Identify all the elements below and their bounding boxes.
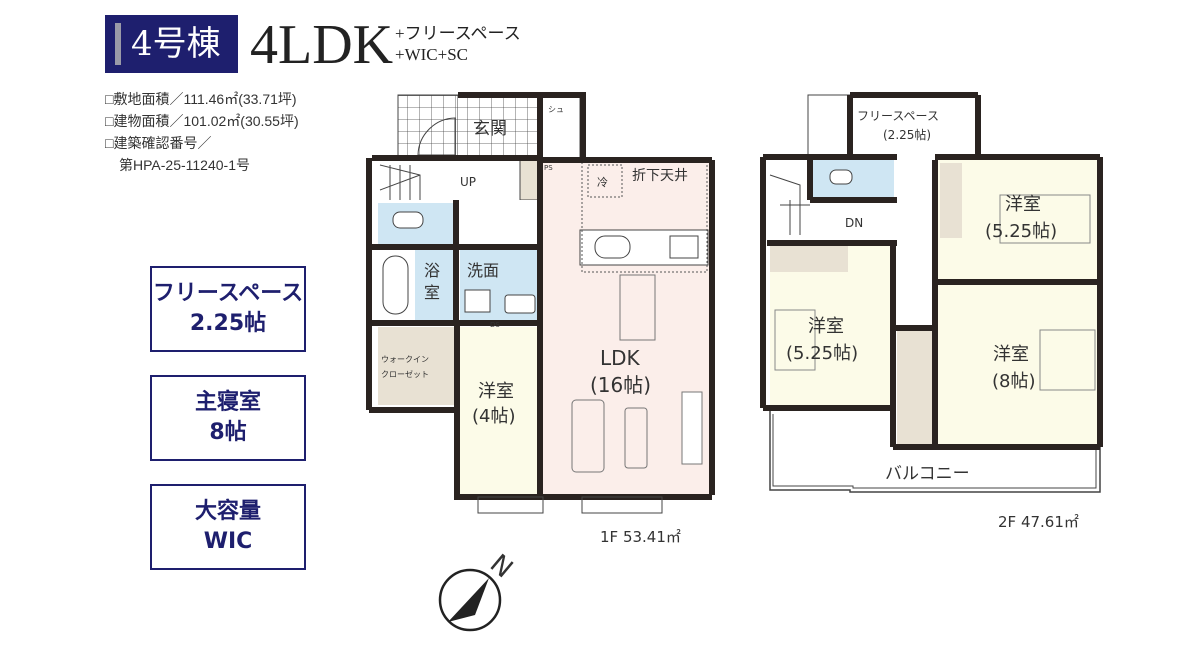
- label-washroom: 洗面: [467, 261, 499, 280]
- label-entrance: 玄関: [473, 119, 507, 139]
- label-master-size: (8帖): [992, 371, 1036, 392]
- floor-1-area: 1F 53.41㎡: [600, 528, 681, 546]
- badge-line: WIC: [203, 529, 253, 554]
- feature-badge-wic: 大容量 WIC: [150, 484, 306, 570]
- master-bedroom: [937, 285, 1098, 447]
- label-balcony: バルコニー: [885, 464, 970, 484]
- feature-badge-free-space: フリースペース 2.25帖: [150, 266, 306, 352]
- permit-number: 第HPA-25-11240-1号: [105, 157, 250, 173]
- label-room-ne: 洋室: [1005, 194, 1041, 215]
- toilet-icon: [829, 169, 853, 185]
- feature-badge-master-bedroom: 主寝室 8帖: [150, 375, 306, 461]
- label-room-w: 洋室: [808, 316, 844, 337]
- label-free-space-size: (2.25帖): [883, 127, 931, 142]
- sofa-icon: [571, 399, 605, 473]
- sink-icon: [504, 294, 536, 314]
- closet-northeast: [940, 163, 962, 238]
- label-room-ne-size: (5.25帖): [985, 221, 1057, 242]
- western-room-northeast: [937, 160, 1098, 280]
- label-western-room-size: (4帖): [472, 406, 516, 427]
- balcony-outline-inner: [772, 414, 1097, 489]
- building-number-label: 4号棟: [105, 15, 238, 73]
- window-1f: [477, 496, 544, 514]
- label-bath: 浴: [424, 261, 440, 280]
- bathroom: [415, 250, 455, 320]
- floor-1-plan: 玄関 シュ UP PS 浴 室 洗面 DS ウォークイン クローゼット 洋室 (…: [366, 92, 715, 546]
- bed-icon: [774, 309, 816, 371]
- label-room-w-size: (5.25帖): [786, 343, 858, 364]
- western-room-1f: [460, 327, 540, 495]
- building-area: □建物面積／101.02㎡(30.55坪): [105, 113, 299, 129]
- permit-label: □建築確認番号／: [105, 135, 212, 151]
- label-ds: DS: [490, 321, 500, 329]
- floor-2-plan: フリースペース (2.25帖) DN 洋室 (5.25帖) 洋室 (5.25帖)…: [760, 92, 1103, 531]
- walk-in-closet: [378, 327, 455, 405]
- bed-icon: [999, 194, 1091, 244]
- stairs-icon: [379, 164, 421, 200]
- stairs-icon: [769, 174, 810, 235]
- bed-icon: [1039, 329, 1096, 391]
- label-free-space: フリースペース: [857, 109, 939, 123]
- extra-feature: +フリースペース: [395, 24, 521, 43]
- entrance-hall: [458, 95, 540, 158]
- extra-feature: +WIC+SC: [395, 45, 469, 64]
- site-area: □敷地面積／111.46㎡(33.71坪): [105, 91, 297, 107]
- label-western-room: 洋室: [478, 381, 514, 402]
- western-room-west: [770, 245, 893, 408]
- floor-2-area: 2F 47.61㎡: [998, 513, 1079, 531]
- layout-type: 4LDK: [250, 14, 394, 76]
- balcony-outline: [769, 410, 1101, 493]
- label-shoe-closet: シュ: [548, 105, 564, 114]
- compass-icon: N: [438, 549, 518, 632]
- shoe-closet: [539, 96, 581, 159]
- window-1f: [581, 496, 663, 514]
- bathtub-icon: [382, 255, 409, 315]
- walls-2f: [760, 92, 1103, 450]
- washing-machine-icon: [464, 289, 491, 313]
- label-dn: DN: [845, 216, 863, 230]
- label-bath: 室: [424, 283, 440, 302]
- badge-line: 大容量: [194, 499, 261, 524]
- free-space: [850, 95, 978, 155]
- stove-icon: [669, 235, 699, 259]
- hall: [372, 160, 540, 202]
- toilet-icon: [392, 211, 424, 229]
- badge-line: フリースペース: [152, 281, 304, 306]
- coffee-table-icon: [624, 407, 648, 469]
- label-fridge: 冷: [597, 176, 608, 189]
- dining-table: [619, 274, 656, 341]
- kitchen-sink-icon: [594, 235, 631, 259]
- lowered-ceiling-area: [581, 161, 708, 273]
- label-wic: ウォークイン: [381, 355, 429, 364]
- stairs-2f: [767, 160, 810, 240]
- accent-bar: [115, 23, 121, 65]
- compass-needle: [448, 578, 489, 622]
- label-ldk-size: (16帖): [590, 373, 651, 397]
- label-ps: PS: [544, 164, 553, 172]
- north-label: N: [484, 549, 518, 584]
- tv-board-icon: [681, 391, 703, 465]
- porch: [397, 94, 459, 159]
- building-number: 4号棟: [131, 24, 221, 64]
- toilet-2f: [812, 160, 894, 198]
- label-master: 洋室: [993, 344, 1029, 365]
- entry-door-icon: [417, 117, 456, 156]
- closet-west: [770, 245, 848, 272]
- badge-line: 主寝室: [194, 390, 261, 415]
- badge-line: 8帖: [209, 420, 247, 445]
- badge-line: 2.25帖: [189, 311, 267, 336]
- label-wic: クローゼット: [381, 369, 429, 379]
- label-ldk: LDK: [600, 346, 641, 370]
- label-up: UP: [460, 175, 476, 189]
- compass-circle: [438, 568, 502, 632]
- label-lowered-ceiling: 折下天井: [632, 168, 688, 184]
- balcony-strip: [807, 94, 851, 158]
- fridge-space: [587, 164, 623, 198]
- closet-master: [897, 328, 932, 447]
